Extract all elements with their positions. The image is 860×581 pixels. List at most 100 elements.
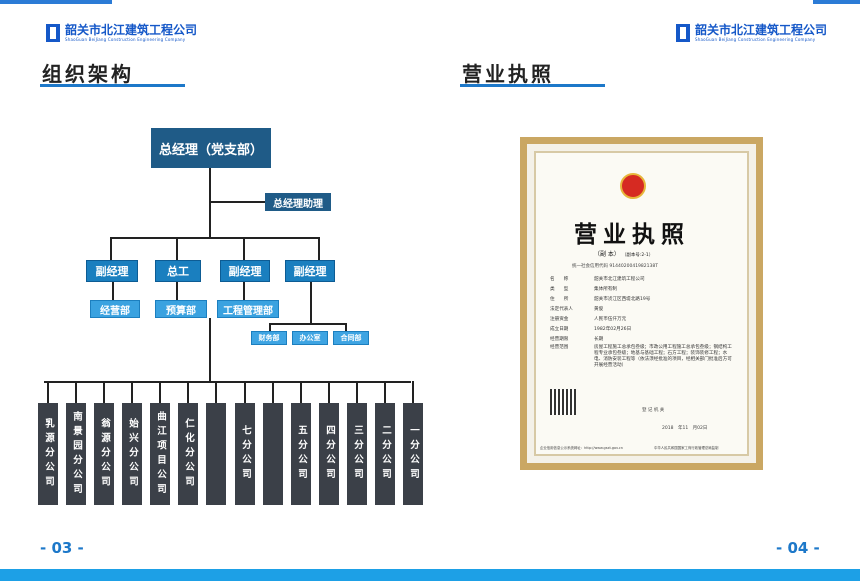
registration-authority: 登 记 机 关 xyxy=(642,408,665,413)
connector xyxy=(243,237,245,260)
license-field-row: 住 所 韶关市浈江区西堤北路19号 xyxy=(550,295,735,305)
org-box-business-dept: 经营部 xyxy=(90,300,140,318)
license-field-row: 法定代表人 黄俊 xyxy=(550,305,735,315)
connector xyxy=(44,381,411,383)
license-field-row: 经营期限 长期 xyxy=(550,335,735,345)
connector xyxy=(176,237,178,260)
branch-label: 一分公司 xyxy=(408,425,419,483)
org-box-deputy-manager: 副经理 xyxy=(86,260,138,282)
license-field-row: 类 型 集体所有制 xyxy=(550,285,735,295)
top-band-left xyxy=(0,0,112,4)
org-box-office: 办公室 xyxy=(292,331,328,345)
license-field-row: 名 称韶关市北江建筑工程公司 xyxy=(550,275,735,285)
license-field-row: 注册资金人民币伍仟万元 xyxy=(550,315,735,325)
company-logo-left: 韶关市北江建筑工程公司 ShaoGuan BeiJiang Constructi… xyxy=(46,24,197,42)
org-box-branch: 南景园分公司 xyxy=(66,403,86,505)
branch-label: 七分公司 xyxy=(240,425,251,483)
logo-icon xyxy=(676,24,690,42)
license-field-key: 经营范围 xyxy=(550,345,569,350)
connector xyxy=(110,237,112,260)
connector xyxy=(103,381,105,403)
license-field-value: 韶关市浈江区西堤北路19号 xyxy=(594,297,651,302)
org-box-branch xyxy=(206,403,226,505)
branch-label: 五分公司 xyxy=(296,425,307,483)
company-logo-right: 韶关市北江建筑工程公司 ShaoGuan BeiJiang Constructi… xyxy=(676,24,827,42)
branch-label: 三分公司 xyxy=(352,425,363,483)
license-field-key: 注册资金 xyxy=(550,317,569,322)
title-underline xyxy=(40,84,185,87)
connector xyxy=(75,381,77,403)
org-box-engineering-dept: 工程管理部 xyxy=(217,300,279,318)
org-box-branch: 乳源分公司 xyxy=(38,403,58,505)
org-box-branch: 三分公司 xyxy=(347,403,367,505)
org-box-branch: 四分公司 xyxy=(319,403,339,505)
license-field-row: 经营范围 房屋工程施工总承包叁级；市政公用工程施工总承包叁级；钢结构工程专业承包叁… xyxy=(550,345,735,369)
top-band-right xyxy=(813,0,860,4)
branch-label: 四分公司 xyxy=(324,425,335,483)
branch-label: 曲江项目公司 xyxy=(155,410,166,498)
license-field-value: 韶关市北江建筑工程公司 xyxy=(594,277,645,282)
connector xyxy=(244,381,246,403)
title-underline xyxy=(460,84,605,87)
national-emblem-icon xyxy=(620,173,646,199)
org-box-budget-dept: 预算部 xyxy=(155,300,207,318)
connector xyxy=(345,323,347,331)
connector xyxy=(384,381,386,403)
branch-label: 南景园分公司 xyxy=(71,410,82,498)
license-field-key: 住 所 xyxy=(550,297,569,302)
org-box-branch: 仁化分公司 xyxy=(178,403,198,505)
connector xyxy=(300,381,302,403)
license-fields: 名 称韶关市北江建筑工程公司类 型 集体所有制住 所 韶关市浈江区西堤北路19号法定… xyxy=(550,275,735,369)
connector xyxy=(209,318,211,381)
connector xyxy=(131,381,133,403)
connector xyxy=(328,381,330,403)
license-field-value: 房屋工程施工总承包叁级；市政公用工程施工总承包叁级；钢结构工程专业承包叁级；地基… xyxy=(594,345,732,368)
license-field-value: 1982年02月26日 xyxy=(594,327,632,332)
license-field-key: 经营期限 xyxy=(550,337,569,342)
branch-label: 始兴分公司 xyxy=(127,417,138,491)
connector xyxy=(211,201,265,203)
company-name: 韶关市北江建筑工程公司 xyxy=(65,23,198,37)
footer-issuer: 中华人民共和国国家工商行政管理总局监制 xyxy=(654,446,719,450)
org-box-branch xyxy=(263,403,283,505)
org-box-general-manager: 总经理（党支部） xyxy=(151,128,271,168)
license-copy-no: （副本号:2-1） xyxy=(621,253,654,258)
connector xyxy=(110,237,320,239)
connector xyxy=(215,381,217,403)
license-field-value: 黄俊 xyxy=(594,307,604,312)
license-field-key: 类 型 xyxy=(550,287,569,292)
org-box-branch: 二分公司 xyxy=(375,403,395,505)
connector xyxy=(356,381,358,403)
section-title-org: 组织架构 xyxy=(42,62,134,86)
license-field-key: 法定代表人 xyxy=(550,307,573,312)
org-box-assistant: 总经理助理 xyxy=(265,193,331,211)
license-field-value: 长期 xyxy=(594,337,604,342)
org-box-contract-dept: 合同部 xyxy=(333,331,369,345)
org-box-finance-dept: 财务部 xyxy=(251,331,287,345)
branch-label: 乳源分公司 xyxy=(43,417,54,491)
connector xyxy=(310,282,312,324)
page-number-left: - 03 - xyxy=(40,539,84,557)
page-number-right: - 04 - xyxy=(776,539,820,557)
connector xyxy=(269,323,347,325)
connector xyxy=(209,168,211,238)
branch-label: 翁源分公司 xyxy=(99,417,110,491)
company-name: 韶关市北江建筑工程公司 xyxy=(695,23,828,37)
connector xyxy=(176,282,178,300)
license-copy-label: （副 本） （副本号:2-1） xyxy=(594,249,653,258)
org-box-branch: 一分公司 xyxy=(403,403,423,505)
org-box-branch: 五分公司 xyxy=(291,403,311,505)
branch-label: 仁化分公司 xyxy=(183,417,194,491)
license-field-value: 集体所有制 xyxy=(594,287,617,292)
org-box-deputy-manager: 副经理 xyxy=(220,260,270,282)
org-box-chief-engineer: 总工 xyxy=(155,260,201,282)
org-box-branch: 曲江项目公司 xyxy=(150,403,170,505)
qr-code-icon xyxy=(550,389,576,415)
credit-code: 统一社会信用代码 9144020041982138T xyxy=(572,264,658,269)
company-name-en: ShaoGuan BeiJiang Construction Engineeri… xyxy=(65,37,186,42)
license-field-row: 成立日期 1982年02月26日 xyxy=(550,325,735,335)
org-box-branch: 始兴分公司 xyxy=(122,403,142,505)
connector xyxy=(318,237,320,260)
license-copy: （副 本） xyxy=(594,251,620,258)
license-field-key: 成立日期 xyxy=(550,327,569,332)
